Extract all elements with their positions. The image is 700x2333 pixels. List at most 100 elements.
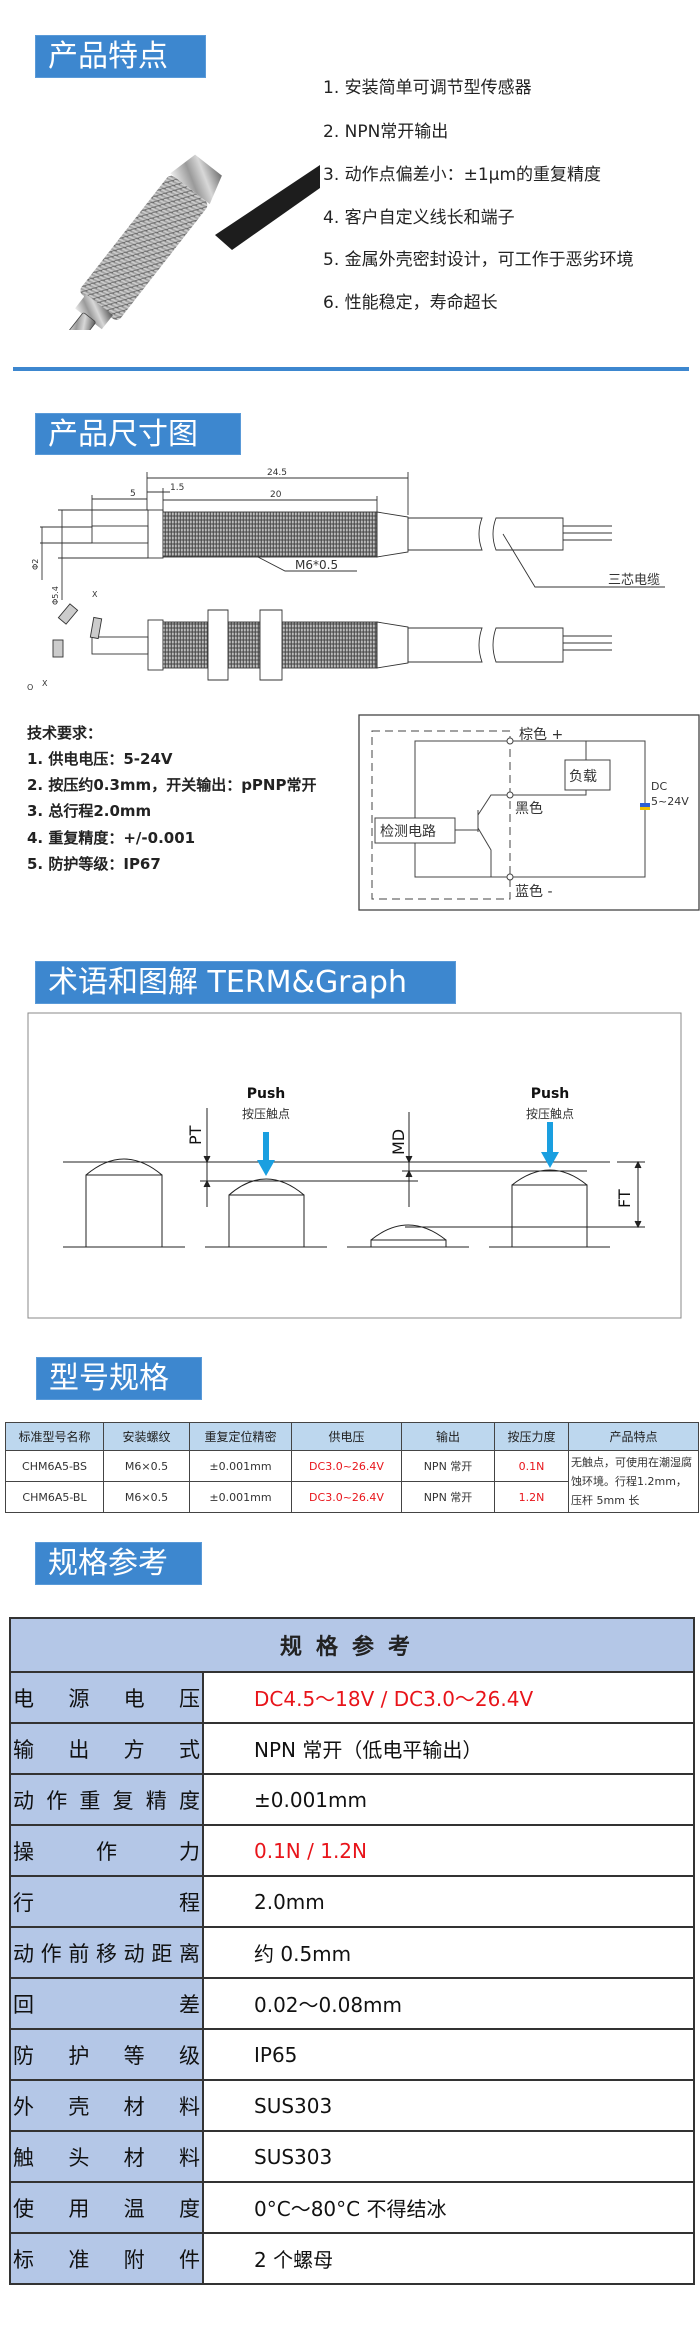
spec-label: 操作力 <box>9 1824 204 1877</box>
table-cell: NPN 常开 <box>401 1481 495 1513</box>
spec-value: IP65 <box>202 2028 695 2081</box>
sensor-photo <box>0 110 330 346</box>
section-divider <box>13 367 689 371</box>
spec-value: NPN 常开（低电平输出） <box>202 1722 695 1775</box>
tech-item: 3. 总行程2.0mm <box>27 802 152 820</box>
x-marker: X <box>92 590 98 599</box>
dim-head-label: 1.5 <box>170 483 184 493</box>
spec-value: 0°C～80°C 不得结冰 <box>202 2181 695 2234</box>
spec-label: 标准附件 <box>9 2232 204 2285</box>
column-header: 标准型号名称 <box>5 1422 104 1451</box>
spec-label: 防护等级 <box>9 2028 204 2081</box>
table-cell: CHM6A5-BL <box>5 1481 104 1513</box>
model-table: 标准型号名称 安装螺纹 重复定位精密 供电压 输出 按压力度 产品特点 CHM6… <box>5 1422 699 1513</box>
brown-wire-label: 棕色 + <box>519 726 563 743</box>
feature-item: 5. 金属外壳密封设计，可工作于恶劣环境 <box>323 250 634 270</box>
tech-title: 技术要求： <box>27 724 103 742</box>
table-cell: M6×0.5 <box>103 1450 190 1482</box>
push-label: Push <box>247 1086 286 1102</box>
column-header: 输出 <box>401 1422 495 1451</box>
ft-label: FT <box>615 1189 634 1208</box>
column-header: 供电压 <box>291 1422 402 1451</box>
blue-wire-label: 蓝色 - <box>515 883 553 900</box>
table-cell: ±0.001mm <box>189 1450 292 1482</box>
circuit-diagram: 棕色 + 黑色 蓝色 - 负载 检测电路 DC 5~24V <box>358 714 700 911</box>
table-cell: DC3.0~26.4V <box>291 1450 402 1482</box>
spec-label: 动作重复精度 <box>9 1773 204 1826</box>
tech-item: 1. 供电电压：5-24V <box>27 750 173 768</box>
spec-value: ±0.001mm <box>202 1773 695 1826</box>
spec-label: 触头材料 <box>9 2130 204 2183</box>
o-marker: O <box>27 683 33 692</box>
spec-row: 动作前移动距离约 0.5mm <box>9 1926 695 1979</box>
push-label: Push <box>531 1086 570 1102</box>
column-header: 按压力度 <box>494 1422 569 1451</box>
md-label: MD <box>389 1129 408 1155</box>
spec-value: 0.02～0.08mm <box>202 1977 695 2030</box>
spec-value: DC4.5～18V / DC3.0～26.4V <box>202 1671 695 1724</box>
table-cell: 1.2N <box>494 1481 569 1513</box>
dim-pin-label: 5 <box>130 489 136 499</box>
dia-body-label: Φ5.4 <box>51 586 60 605</box>
pt-label: PT <box>186 1125 205 1145</box>
spec-row: 动作重复精度±0.001mm <box>9 1773 695 1826</box>
feature-item: 3. 动作点偏差小：±1μm的重复精度 <box>323 165 602 185</box>
spec-label: 电源电压 <box>9 1671 204 1724</box>
cable-label: 三芯电缆 <box>608 572 660 588</box>
spec-label: 行程 <box>9 1875 204 1928</box>
spec-label: 回差 <box>9 1977 204 2030</box>
feature-item: 4. 客户自定义线长和端子 <box>323 208 515 228</box>
black-wire-label: 黑色 <box>515 800 543 817</box>
section-header-features: 产品特点 <box>35 35 206 78</box>
voltage-label: 5~24V <box>651 795 689 808</box>
spec-value: 2.0mm <box>202 1875 695 1928</box>
feature-item: 2. NPN常开输出 <box>323 122 449 142</box>
column-header: 安装螺纹 <box>103 1422 190 1451</box>
spec-value: SUS303 <box>202 2130 695 2183</box>
term-diagram: Push 按压触点 Push 按压触点 PT MD FT <box>27 1012 682 1319</box>
spec-value: SUS303 <box>202 2079 695 2132</box>
spec-table-title: 规格参考 <box>9 1617 695 1673</box>
contact-label: 按压触点 <box>242 1107 290 1121</box>
section-header-dimensions: 产品尺寸图 <box>35 413 241 455</box>
table-header-row: 标准型号名称 安装螺纹 重复定位精密 供电压 输出 按压力度 产品特点 <box>5 1422 699 1451</box>
column-header: 产品特点 <box>568 1422 699 1451</box>
table-cell: ±0.001mm <box>189 1481 292 1513</box>
dia-pin-label: Φ2 <box>31 559 40 570</box>
dc-label: DC <box>651 780 667 793</box>
spec-value: 约 0.5mm <box>202 1926 695 1979</box>
section-header-models: 型号规格 <box>36 1357 202 1400</box>
spec-value: 2 个螺母 <box>202 2232 695 2285</box>
spec-label: 输出方式 <box>9 1722 204 1775</box>
dim-thread-label: 20 <box>270 490 282 500</box>
thread-label: M6*0.5 <box>295 558 338 572</box>
x-marker: X <box>42 679 48 688</box>
column-header: 重复定位精密 <box>189 1422 292 1451</box>
feature-item: 1. 安装简单可调节型传感器 <box>323 78 532 98</box>
section-header-terms: 术语和图解 TERM&Graph <box>35 961 456 1004</box>
table-row: CHM6A5-BS M6×0.5 ±0.001mm DC3.0~26.4V NP… <box>5 1450 699 1513</box>
spec-label: 动作前移动距离 <box>9 1926 204 1979</box>
detector-label: 检测电路 <box>380 824 436 840</box>
dim-total-label: 24.5 <box>267 468 287 478</box>
tech-item: 4. 重复精度：+/-0.001 <box>27 829 196 847</box>
spec-value: 0.1N / 1.2N <box>202 1824 695 1877</box>
table-cell: 0.1N <box>494 1450 569 1482</box>
table-cell: M6×0.5 <box>103 1481 190 1513</box>
table-cell: DC3.0~26.4V <box>291 1481 402 1513</box>
tech-item: 2. 按压约0.3mm，开关输出：pPNP常开 <box>27 776 317 794</box>
dimension-drawing: 24.5 1.5 5 20 Φ2 Φ5.4 M6*0.5 三芯电缆 X X O <box>27 468 665 692</box>
feature-item: 6. 性能稳定，寿命超长 <box>323 293 498 313</box>
table-cell: CHM6A5-BS <box>5 1450 104 1482</box>
